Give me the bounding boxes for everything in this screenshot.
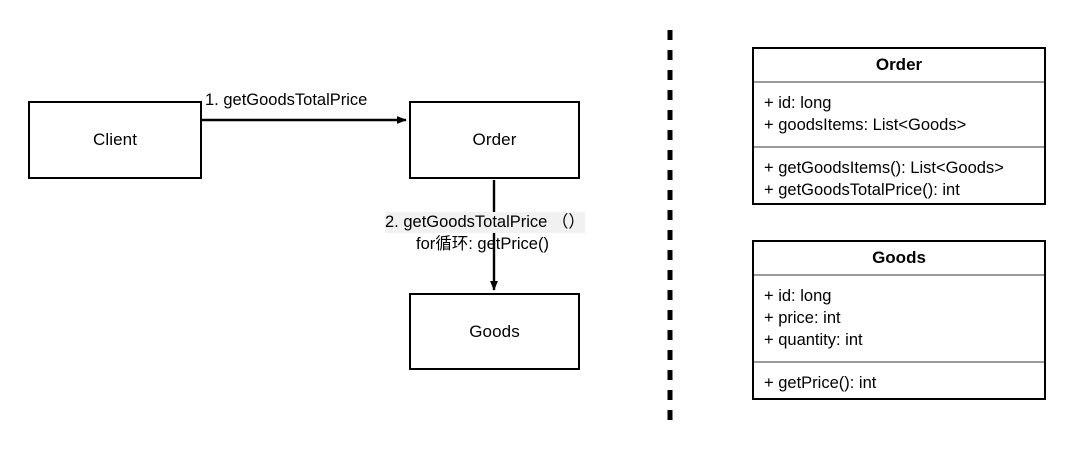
class-separator xyxy=(754,361,1044,363)
collab-node-order[interactable]: Order xyxy=(409,101,580,179)
class-separator xyxy=(754,274,1044,276)
class-box-order[interactable]: Order + id: long + goodsItems: List<Good… xyxy=(752,47,1046,205)
message-label-2-line1: 2. getGoodsTotalPrice （） xyxy=(385,212,585,233)
class-attribute-row: + quantity: int xyxy=(764,331,863,349)
collab-node-client-label: Client xyxy=(92,130,138,149)
class-method-row: + getGoodsTotalPrice(): int xyxy=(764,181,960,199)
class-methods-order: + getGoodsItems(): List<Goods> + getGood… xyxy=(754,148,1044,209)
collab-node-client[interactable]: Client xyxy=(28,101,202,179)
class-attribute-row: + price: int xyxy=(764,309,841,327)
class-title-goods: Goods xyxy=(754,242,1044,274)
class-method-row: + getGoodsItems(): List<Goods> xyxy=(764,159,1004,177)
message-label-2-line2: for循环: getPrice() xyxy=(416,235,549,253)
collab-node-goods[interactable]: Goods xyxy=(409,293,580,370)
class-attribute-row: + id: long xyxy=(764,94,832,112)
class-attributes-order: + id: long + goodsItems: List<Goods> xyxy=(754,83,1044,146)
class-box-goods[interactable]: Goods + id: long + price: int + quantity… xyxy=(752,240,1046,400)
message-label-1: 1. getGoodsTotalPrice xyxy=(205,91,368,109)
class-title-order: Order xyxy=(754,49,1044,81)
class-method-row: + getPrice(): int xyxy=(764,374,877,392)
class-title-goods-text: Goods xyxy=(872,248,926,267)
class-attributes-goods: + id: long + price: int + quantity: int xyxy=(754,276,1044,361)
class-attribute-row: + goodsItems: List<Goods> xyxy=(764,116,967,134)
class-title-order-text: Order xyxy=(875,55,923,74)
collab-node-order-label: Order xyxy=(472,130,517,149)
class-methods-goods: + getPrice(): int xyxy=(754,363,1044,402)
class-separator xyxy=(754,81,1044,83)
class-attribute-row: + id: long xyxy=(764,287,832,305)
class-separator xyxy=(754,146,1044,148)
collab-node-goods-label: Goods xyxy=(469,321,520,341)
